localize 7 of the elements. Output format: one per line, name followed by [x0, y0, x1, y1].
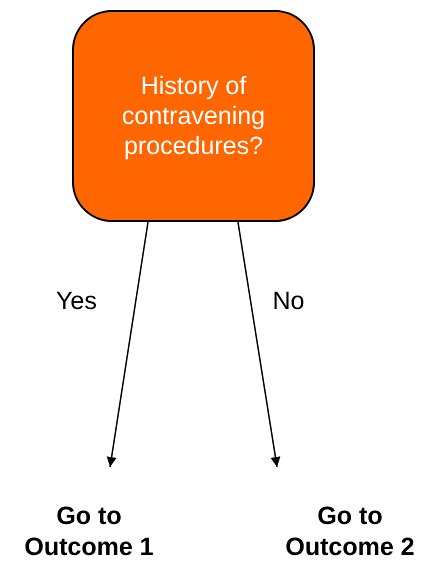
outcome-text: Go to Outcome 2	[270, 467, 429, 563]
edge-label: Yes	[56, 286, 97, 316]
decision-box: History of contravening procedures?	[72, 10, 315, 222]
arrow	[237, 222, 280, 468]
outcome-text: Go to Outcome 1	[8, 467, 170, 563]
edge-label: No	[272, 286, 304, 316]
arrow	[106, 222, 149, 468]
